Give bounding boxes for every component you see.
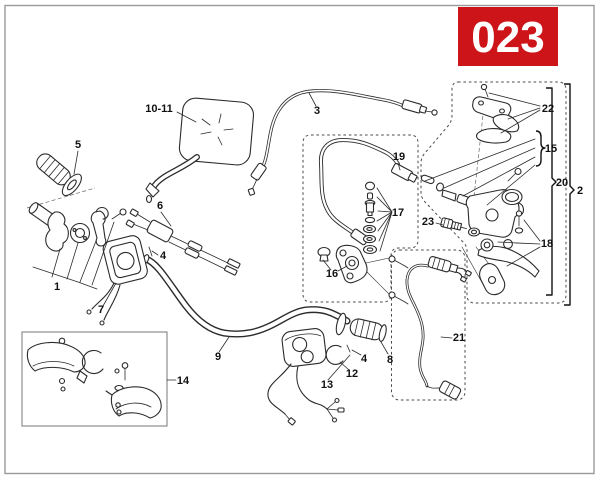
left-grip: [36, 153, 82, 197]
callout-9: 9: [215, 351, 221, 363]
callout-2: 2: [577, 185, 583, 197]
throttle-cable: [247, 89, 438, 196]
box-handguard-kit: [21, 331, 168, 427]
handlebar: [142, 254, 351, 338]
throttle-grip: [349, 318, 387, 342]
right-switch-housing: [267, 328, 345, 426]
callout-22: 22: [542, 103, 554, 115]
leader-lines: [32, 92, 541, 381]
callout-21: 21: [453, 332, 465, 344]
callout-7: 7: [98, 304, 104, 316]
callout-4-right: 4: [361, 353, 368, 365]
brake-lever: [477, 238, 540, 296]
badge-number: 023: [471, 13, 544, 62]
hose-fittings-stack: [362, 181, 378, 255]
callout-15: 15: [545, 143, 557, 155]
handguard-kit: [26, 337, 162, 419]
clutch-lever-cluster: [28, 202, 127, 252]
callout-3: 3: [314, 105, 320, 117]
throttle-cable-assembly: [125, 208, 241, 276]
clamp-bolt: [119, 208, 127, 216]
callout-8: 8: [387, 354, 393, 366]
mirror: [145, 97, 255, 204]
callout-20: 20: [556, 177, 568, 189]
callout-4-left: 4: [160, 250, 167, 262]
brace-15: [535, 130, 546, 167]
callout-12: 12: [346, 368, 358, 380]
page-number-badge: 023: [458, 7, 558, 66]
callout-1: 1: [54, 281, 60, 293]
sensor-cable: [405, 256, 472, 400]
clamp-bracket: [90, 210, 107, 247]
callout-17: 17: [392, 207, 404, 219]
callout-13: 13: [321, 379, 333, 391]
left-switch-housing: [86, 235, 148, 326]
callout-23: 23: [422, 216, 434, 228]
callout-16: 16: [326, 268, 338, 280]
callout-14: 14: [177, 375, 190, 387]
callout-10-11: 10-11: [145, 103, 173, 115]
box-master-cylinder-group: [420, 81, 567, 304]
callout-19: 19: [393, 151, 405, 163]
brace-2: [564, 83, 575, 306]
throttle-flange: [335, 312, 347, 336]
clamp-parts: [472, 83, 520, 144]
master-cylinder-group: [420, 83, 540, 296]
box-sensor-cable-group: [391, 249, 466, 401]
callout-6: 6: [157, 200, 163, 212]
callout-18: 18: [541, 238, 553, 250]
page-border: [4, 4, 595, 475]
callout-5: 5: [75, 139, 81, 151]
pin-right: [346, 344, 351, 353]
braces: [535, 83, 575, 306]
badge-background: [458, 7, 558, 66]
lever-blade: [45, 211, 69, 252]
pin-left: [148, 246, 153, 257]
brake-hose-group: [317, 137, 418, 305]
retaining-clip: [325, 344, 344, 365]
pressure-switch: [440, 217, 467, 231]
callouts: 1 2 3 4 4 5 6 7 8 9 10-11 12 13 14 15 16…: [54, 103, 583, 391]
brace-20: [546, 87, 557, 296]
hose-junction-bracket: [317, 244, 368, 284]
